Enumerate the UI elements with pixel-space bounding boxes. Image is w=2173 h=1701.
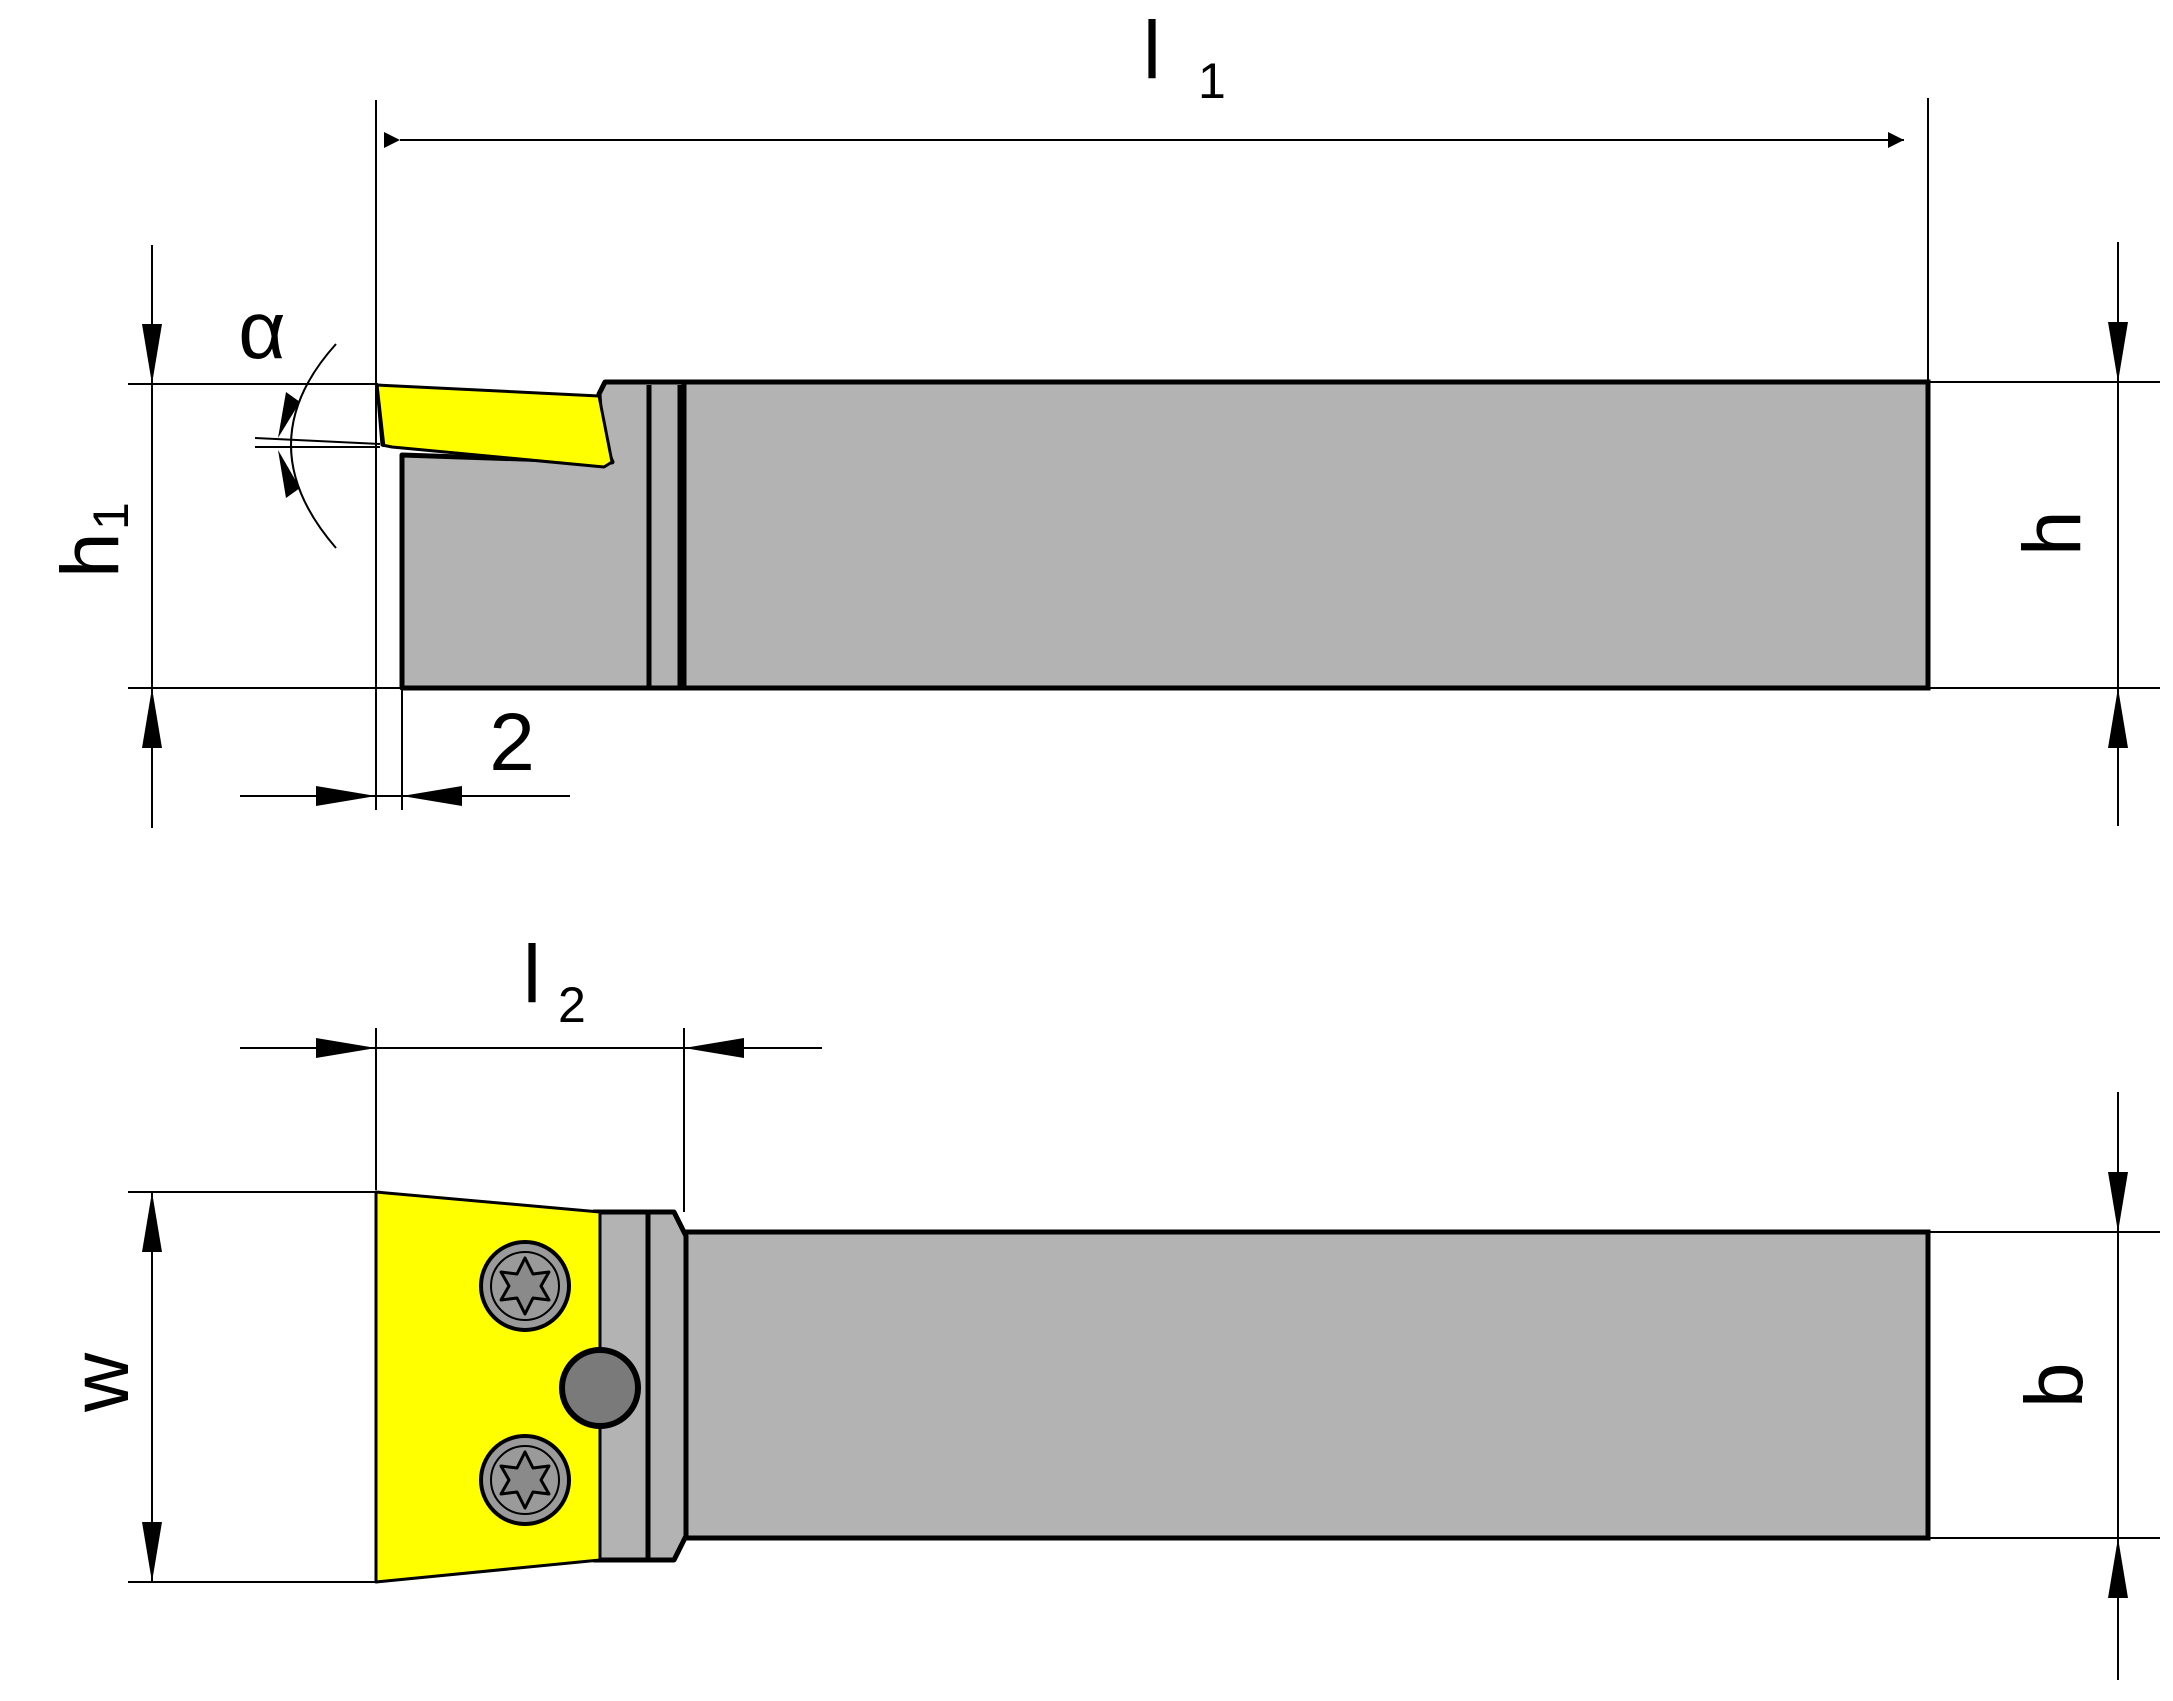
l2-subscript: 2 — [558, 977, 586, 1033]
w-arrow-bottom — [142, 1522, 162, 1582]
w-label: w — [55, 1352, 146, 1413]
two-arrow-right — [402, 786, 462, 806]
l2-arrow-left — [316, 1038, 376, 1058]
cutting-insert — [375, 383, 614, 469]
h1-label: h — [45, 532, 136, 578]
l2-arrow-right — [684, 1038, 744, 1058]
h-label-group: h — [2007, 510, 2098, 556]
b-label: b — [2009, 1362, 2100, 1408]
insert-tip-edge — [375, 384, 386, 448]
torx-screw-icon — [479, 1240, 571, 1332]
plan-shank-body — [681, 1229, 1931, 1541]
b-arrow-top — [2108, 1172, 2128, 1232]
shank-body — [681, 379, 1931, 691]
b-arrow-bottom — [2108, 1538, 2128, 1598]
h-arrow-top — [2108, 322, 2128, 382]
h-label: h — [2007, 510, 2098, 556]
two-arrow-left — [316, 786, 376, 806]
alpha-label: α — [238, 285, 285, 376]
l1-label: l — [1143, 5, 1161, 96]
alpha-arrow-upper — [278, 392, 300, 438]
locating-pin-icon — [559, 1347, 641, 1429]
alpha-arrow-lower — [278, 450, 300, 498]
top-view: l 2 w b — [55, 929, 2160, 1680]
h1-label-group: h 1 — [45, 502, 139, 578]
torx-screw-icon — [479, 1434, 571, 1526]
l2-label: l — [523, 929, 541, 1020]
w-arrow-top — [142, 1192, 162, 1252]
w-label-group: w — [55, 1352, 146, 1413]
two-label: 2 — [489, 697, 535, 788]
alpha-arc — [290, 343, 337, 549]
l1-subscript: 1 — [1198, 53, 1226, 109]
b-label-group: b — [2009, 1362, 2100, 1408]
h1-subscript: 1 — [83, 502, 139, 530]
alpha-reference-line-1 — [254, 437, 381, 445]
h-arrow-bottom — [2108, 688, 2128, 748]
h1-arrow-top — [142, 324, 162, 384]
side-view: l 1 h 1 α 2 h — [45, 5, 2160, 828]
h1-arrow-bottom — [142, 688, 162, 748]
